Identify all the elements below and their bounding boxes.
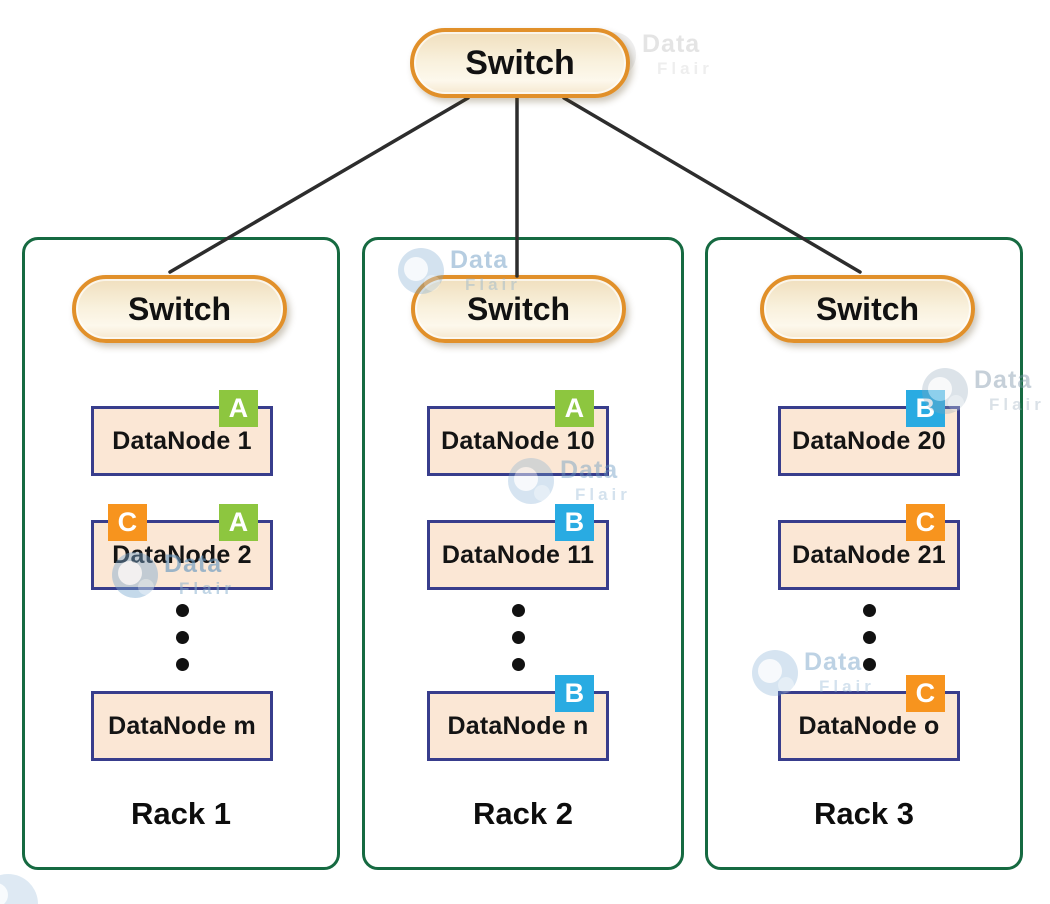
replica-badge-b: B (555, 675, 594, 712)
replica-badge-c: C (906, 504, 945, 541)
datanode-box: DataNode m (91, 691, 273, 761)
rack-3-switch: Switch (760, 275, 975, 343)
ellipsis-dots (176, 604, 189, 671)
connector-line-core-to-rack1 (168, 96, 470, 274)
dot (512, 658, 525, 671)
replica-badge-a: A (219, 504, 258, 541)
core-switch: Switch (410, 28, 630, 98)
ellipsis-dots (863, 604, 876, 671)
datanode-box: A DataNode 1 (91, 390, 273, 476)
rack-label: Rack 1 (131, 796, 231, 831)
replica-badge-a: A (219, 390, 258, 427)
replica-badge-c: C (108, 504, 147, 541)
rack-2-switch: Switch (411, 275, 626, 343)
datanode-label: DataNode n (447, 711, 589, 740)
connector-line-core-to-rack3 (562, 96, 862, 274)
rack-label: Rack 2 (473, 796, 573, 831)
ellipsis-dots (512, 604, 525, 671)
dot (176, 604, 189, 617)
replica-badge-b: B (555, 504, 594, 541)
datanode-box: C DataNode o (778, 675, 960, 761)
dot (512, 604, 525, 617)
datanode-label: DataNode 10 (441, 426, 595, 455)
datanode-box: B DataNode n (427, 675, 609, 761)
replica-badge-a: A (555, 390, 594, 427)
rack-1-panel: Switch A DataNode 1 C A DataNode 2 DataN… (22, 237, 340, 870)
datanode-label: DataNode o (798, 711, 940, 740)
datanode-box: B DataNode 11 (427, 504, 609, 590)
dot (176, 658, 189, 671)
datanode-box: A DataNode 10 (427, 390, 609, 476)
datanode-label: DataNode 21 (792, 540, 946, 569)
dot (512, 631, 525, 644)
rack-1-switch: Switch (72, 275, 287, 343)
datanode-label: DataNode m (108, 711, 256, 740)
dot (176, 631, 189, 644)
datanode-box: B DataNode 20 (778, 390, 960, 476)
rack-3-panel: Switch B DataNode 20 C DataNode 21 C Dat… (705, 237, 1023, 870)
datanode-box: C DataNode 21 (778, 504, 960, 590)
datanode-label: DataNode 1 (112, 426, 252, 455)
replica-badge-c: C (906, 675, 945, 712)
rack-2-panel: Switch A DataNode 10 B DataNode 11 B Dat… (362, 237, 684, 870)
dot (863, 658, 876, 671)
dot (863, 631, 876, 644)
datanode-label: DataNode 11 (441, 540, 595, 569)
datanode-label: DataNode 20 (792, 426, 946, 455)
dot (863, 604, 876, 617)
rack-label: Rack 3 (814, 796, 914, 831)
